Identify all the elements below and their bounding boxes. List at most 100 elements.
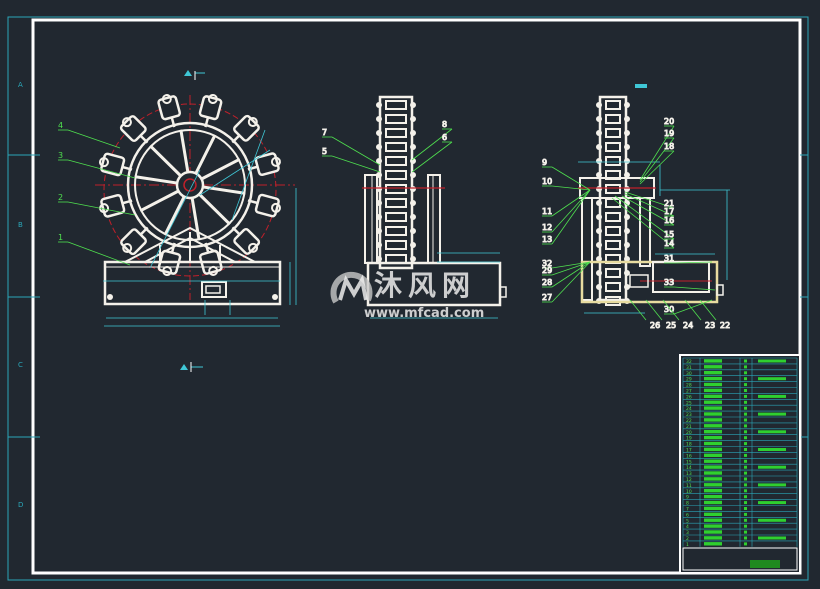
front-dimensions — [103, 129, 297, 327]
balloon: 1 — [58, 233, 63, 242]
part-name-cell — [704, 371, 722, 375]
part-name-cell — [704, 512, 722, 516]
bucket — [198, 93, 223, 128]
part-name-cell — [704, 542, 722, 546]
balloon: 28 — [542, 278, 552, 287]
part-name-cell — [704, 400, 722, 404]
quantity-cell — [744, 418, 747, 422]
quantity-cell — [744, 383, 747, 387]
balloon: 12 — [542, 223, 552, 232]
standard-cell — [758, 412, 786, 416]
watermark-logo-icon — [330, 271, 373, 304]
motor-coupling — [629, 274, 649, 288]
title-block-row-number: 27 — [686, 389, 692, 395]
part-name-cell — [704, 441, 722, 446]
chain-link — [385, 240, 407, 250]
part-name-cell — [704, 394, 722, 398]
part-name-cell — [704, 518, 722, 522]
balloon: 17 — [664, 207, 674, 216]
balloon: 27 — [542, 293, 552, 302]
quantity-cell — [744, 400, 747, 404]
standard-cell — [758, 536, 786, 540]
title-block-row-number: 15 — [686, 459, 692, 465]
quantity-cell — [744, 359, 747, 363]
part-name-cell — [704, 500, 722, 505]
quantity-cell — [744, 442, 747, 446]
chain-link — [605, 226, 621, 236]
balloon: 19 — [664, 129, 674, 138]
title-block-row-number: 22 — [686, 418, 692, 424]
bucket — [119, 115, 149, 144]
part-name-cell — [704, 453, 722, 457]
leader-line — [411, 128, 453, 161]
spoke — [134, 175, 178, 185]
balloon: 14 — [664, 239, 674, 248]
chain-link — [385, 226, 407, 236]
title-block-row-number: 14 — [686, 465, 692, 471]
title-block-row-number: 3 — [686, 530, 689, 536]
support-frame — [124, 226, 256, 263]
balloon: 5 — [322, 147, 327, 156]
part-name-cell — [704, 365, 722, 369]
leader-line — [331, 155, 381, 173]
leader-line — [551, 185, 591, 191]
part-name-cell — [704, 388, 722, 393]
quantity-cell — [744, 512, 747, 516]
quantity-cell — [744, 459, 747, 463]
section-column — [596, 95, 630, 306]
leader-line — [551, 261, 591, 276]
balloon: 24 — [683, 321, 693, 330]
chain-link — [385, 170, 407, 180]
balloon: 33 — [664, 278, 674, 287]
chain-link — [605, 184, 621, 194]
part-name-cell — [704, 489, 722, 493]
part-name-cell — [704, 506, 722, 511]
bucket — [231, 114, 260, 144]
part-name-cell — [704, 494, 722, 499]
title-block-row-number: 19 — [686, 436, 692, 442]
standard-cell — [758, 359, 786, 363]
chain-link — [385, 100, 407, 110]
quantity-cell — [744, 536, 747, 540]
leader-line — [673, 286, 716, 291]
leader-line — [673, 299, 713, 315]
leader-line — [621, 195, 675, 226]
title-block-row-number: 24 — [686, 406, 692, 412]
foot-left — [107, 294, 113, 300]
leader-line — [639, 137, 675, 183]
standard-cell — [758, 448, 786, 451]
part-name-cell — [704, 418, 722, 422]
standard-cell — [758, 501, 786, 505]
leader-line — [551, 261, 591, 303]
quantity-cell — [744, 483, 747, 487]
balloon: 23 — [705, 321, 715, 330]
chain-link — [605, 142, 621, 152]
chain-link — [605, 100, 621, 110]
title-block-row-number: 23 — [686, 412, 692, 418]
quantity-cell — [744, 406, 747, 410]
leader-line — [331, 136, 381, 166]
leader-line — [551, 261, 591, 269]
part-name-cell — [704, 376, 722, 381]
part-name-cell — [704, 359, 722, 363]
standard-cell — [758, 377, 786, 381]
balloon: 16 — [664, 216, 674, 225]
leader-line — [673, 261, 713, 264]
watermark-logo-text: 沐风网 — [374, 269, 477, 302]
title-block-row-number: 32 — [686, 359, 692, 365]
quantity-cell — [744, 477, 747, 481]
title-block-row-number: 28 — [686, 383, 692, 389]
watermark: 沐风网 www.mfcad.com — [330, 270, 510, 326]
section-marker-a — [184, 70, 205, 80]
leader-line — [551, 189, 591, 245]
quantity-cell — [744, 542, 747, 546]
part-name-cell — [704, 412, 722, 416]
spoke — [194, 134, 217, 175]
title-block-row-number: 5 — [686, 518, 689, 524]
part-name-cell — [704, 536, 722, 540]
leader-line — [684, 299, 702, 321]
